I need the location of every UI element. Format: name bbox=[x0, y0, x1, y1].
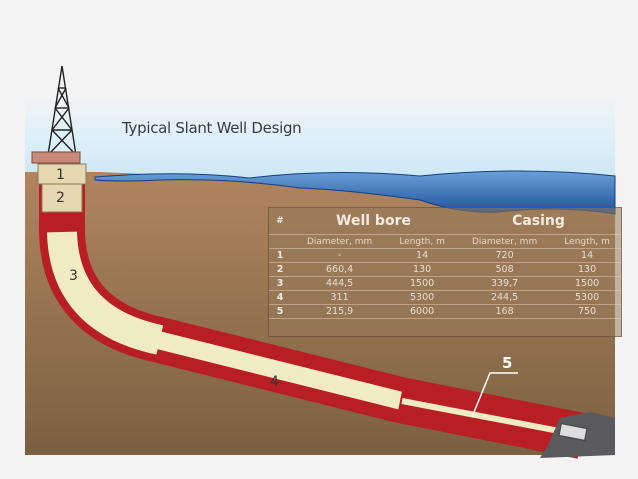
label-5-leader bbox=[471, 372, 518, 418]
subheader: Diameter, mm bbox=[455, 234, 554, 249]
cell: 14 bbox=[388, 248, 456, 263]
cell: 444,5 bbox=[291, 276, 389, 291]
casing-header: Casing bbox=[455, 208, 621, 235]
row-number: 5 bbox=[269, 304, 291, 319]
cell: 130 bbox=[388, 262, 456, 277]
section-label-5: 5 bbox=[502, 354, 513, 372]
section-label-1: 1 bbox=[56, 167, 65, 183]
cell: 6000 bbox=[388, 304, 456, 319]
subheader: Diameter, mm bbox=[291, 234, 389, 249]
section-label-2: 2 bbox=[56, 190, 65, 206]
cell: 244,5 bbox=[455, 290, 554, 305]
section-label-4: 4 bbox=[270, 374, 279, 390]
well-bore bbox=[39, 168, 587, 459]
subheader: Length, m bbox=[388, 234, 456, 249]
cell: 130 bbox=[553, 262, 621, 277]
diagram-title: Typical Slant Well Design bbox=[122, 119, 302, 137]
row-number: 1 bbox=[269, 248, 291, 263]
specifications-table: # Well bore Casing Diameter, mm Length, … bbox=[268, 207, 622, 337]
cell: 660,4 bbox=[291, 262, 389, 277]
well-bore-header: Well bore bbox=[291, 208, 456, 235]
sky bbox=[25, 95, 615, 185]
cell: 1500 bbox=[553, 276, 621, 291]
cell: 1500 bbox=[388, 276, 456, 291]
cell: 311 bbox=[291, 290, 389, 305]
cell: 720 bbox=[455, 248, 554, 263]
cell: 14 bbox=[553, 248, 621, 263]
cell: 508 bbox=[455, 262, 554, 277]
rig-platform bbox=[31, 151, 81, 164]
cell: 750 bbox=[553, 304, 621, 319]
row-number: 4 bbox=[269, 290, 291, 305]
row-number: 2 bbox=[269, 262, 291, 277]
cell: 5300 bbox=[553, 290, 621, 305]
hash-header: # bbox=[269, 208, 291, 235]
cell: 168 bbox=[455, 304, 554, 319]
subheader: Length, m bbox=[553, 234, 621, 249]
cell: 5300 bbox=[388, 290, 456, 305]
row-number: 3 bbox=[269, 276, 291, 291]
cell: 339,7 bbox=[455, 276, 554, 291]
casing-section-2 bbox=[41, 183, 83, 213]
cell: - bbox=[291, 248, 389, 263]
section-label-3: 3 bbox=[69, 268, 78, 284]
cell: 215,9 bbox=[291, 304, 389, 319]
drilling-rig-icon bbox=[47, 65, 77, 156]
drill-bit-icon bbox=[558, 423, 588, 441]
